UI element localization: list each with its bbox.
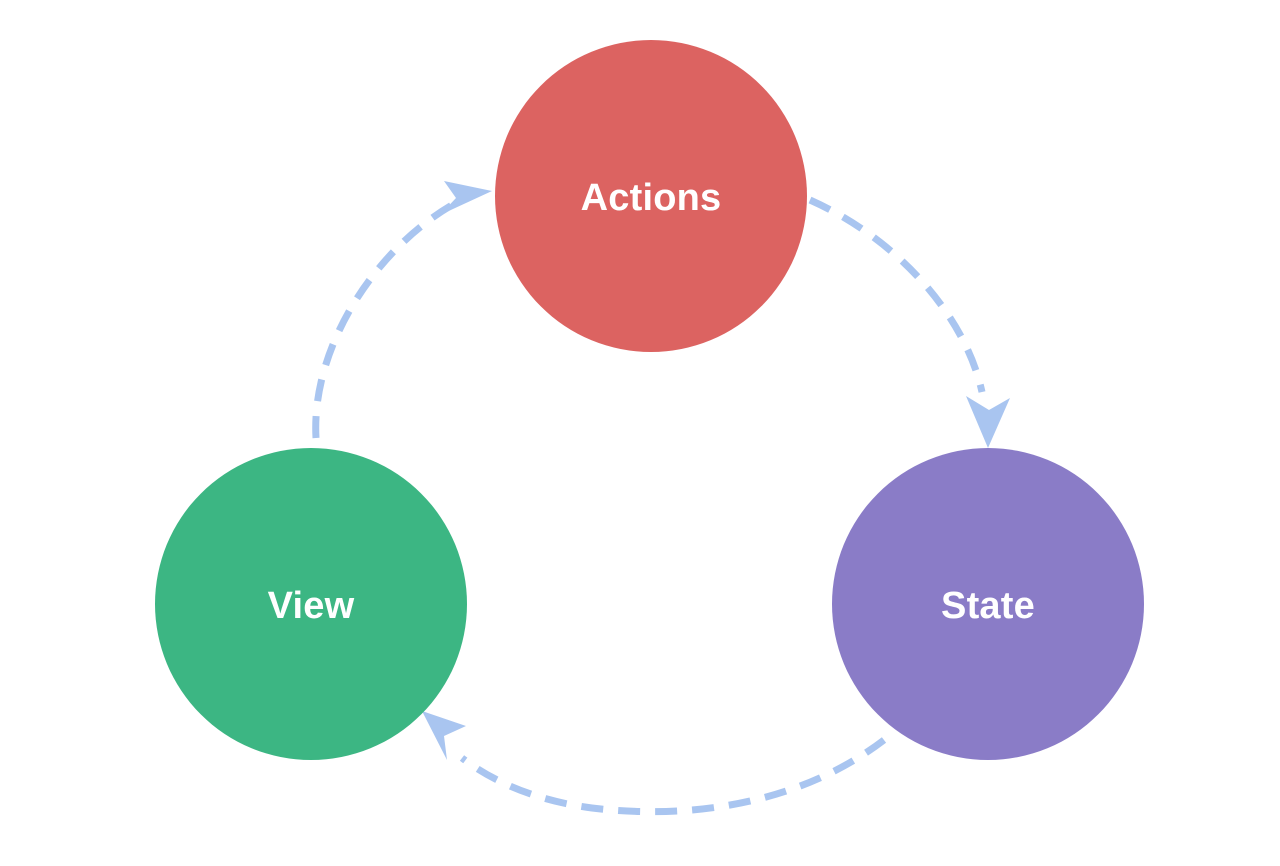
node-view-circle bbox=[155, 448, 467, 760]
edge-group bbox=[312, 181, 1010, 816]
edge-actions-to-state[interactable] bbox=[808, 196, 1010, 448]
node-actions-label: Actions bbox=[581, 177, 722, 219]
node-group: Actions View State bbox=[155, 40, 1144, 760]
edge-view-to-actions-path bbox=[312, 201, 454, 439]
node-actions[interactable]: Actions bbox=[495, 40, 807, 352]
edge-state-to-view-path bbox=[459, 737, 887, 816]
edge-actions-to-state-arrowhead bbox=[966, 396, 1010, 448]
node-state[interactable]: State bbox=[832, 448, 1144, 760]
edge-view-to-actions[interactable] bbox=[312, 181, 492, 439]
edge-view-to-actions-arrowhead bbox=[440, 181, 492, 215]
node-view[interactable]: View bbox=[155, 448, 467, 760]
node-state-circle bbox=[832, 448, 1144, 760]
edge-state-to-view-arrowhead bbox=[422, 711, 466, 760]
edge-actions-to-state-path bbox=[808, 196, 986, 393]
node-state-label: State bbox=[941, 585, 1035, 627]
edge-state-to-view[interactable] bbox=[422, 711, 887, 816]
node-view-label: View bbox=[268, 585, 355, 627]
node-actions-circle bbox=[495, 40, 807, 352]
